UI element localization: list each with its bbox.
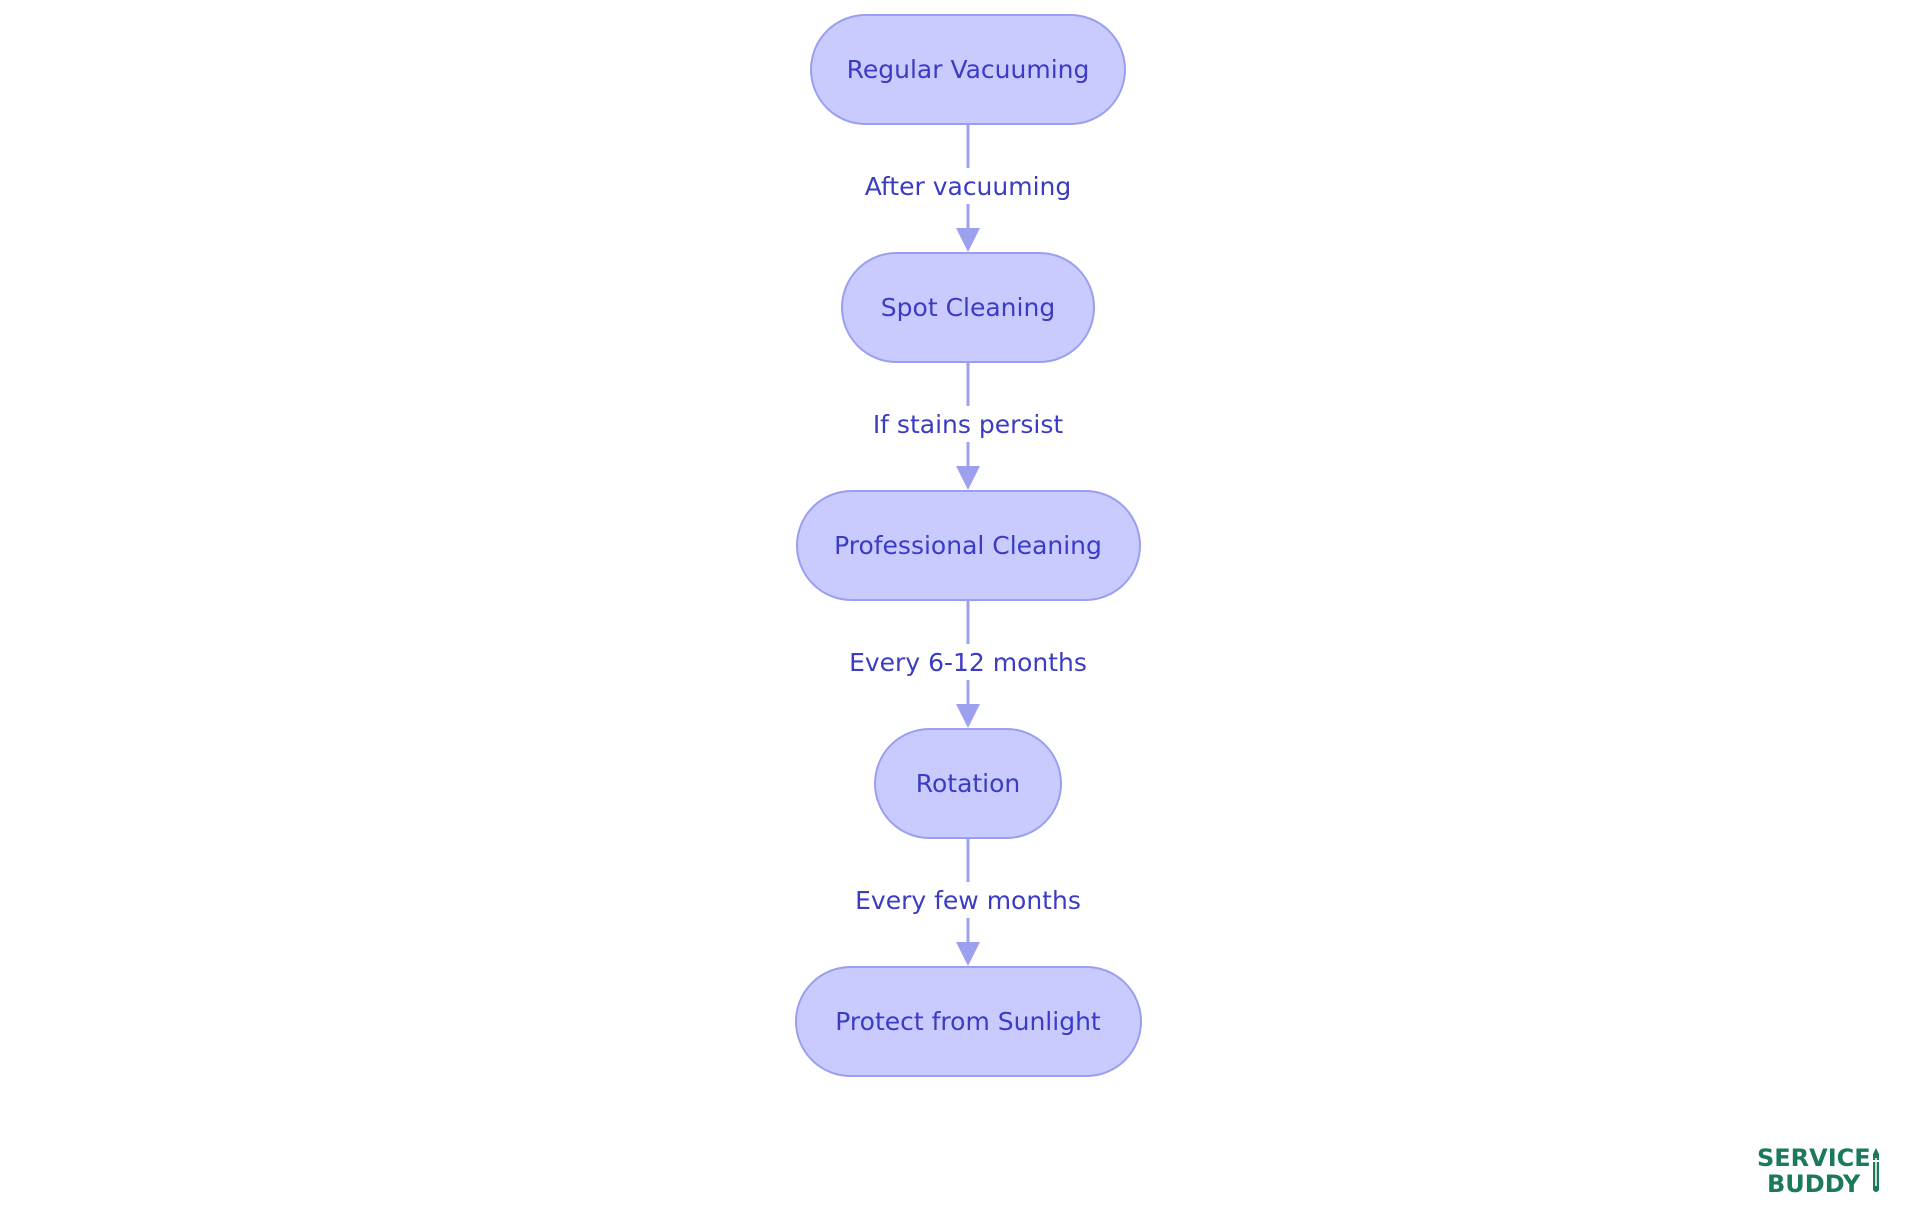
edge-2-label-bg — [868, 406, 1068, 442]
service-buddy-logo: SERVICE BUDDY — [1757, 1144, 1879, 1198]
node-spot-cleaning-label: Spot Cleaning — [881, 293, 1055, 322]
logo-line-1: SERVICE — [1757, 1144, 1871, 1172]
edge-4: Every few months — [852, 838, 1084, 966]
edge-1-arrowhead — [956, 228, 980, 252]
logo-line-2: BUDDY — [1767, 1170, 1861, 1198]
edge-3-label-bg — [846, 644, 1090, 680]
edge-2-arrowhead — [956, 466, 980, 490]
edge-3: Every 6-12 months — [846, 600, 1090, 728]
edge-4-label: Every few months — [855, 886, 1081, 915]
node-spot-cleaning: Spot Cleaning — [841, 252, 1095, 363]
edge-1-label: After vacuuming — [865, 172, 1072, 201]
edge-2: If stains persist — [868, 362, 1068, 490]
edge-3-arrowhead — [956, 704, 980, 728]
edge-3-label: Every 6-12 months — [849, 648, 1087, 677]
node-professional-cleaning-label: Professional Cleaning — [834, 531, 1102, 560]
node-spot-cleaning-shape — [841, 252, 1095, 363]
node-regular-vacuuming-shape — [810, 14, 1126, 125]
node-rotation-shape — [874, 728, 1062, 839]
node-professional-cleaning: Professional Cleaning — [796, 490, 1141, 601]
node-rotation-label: Rotation — [916, 769, 1021, 798]
edge-1-label-bg — [858, 168, 1078, 204]
edge-1: After vacuuming — [858, 124, 1078, 252]
edge-2-label: If stains persist — [873, 410, 1064, 439]
edge-4-arrowhead — [956, 942, 980, 966]
node-protect-from-sunlight-label: Protect from Sunlight — [835, 1007, 1101, 1036]
node-rotation: Rotation — [874, 728, 1062, 839]
node-regular-vacuuming-label: Regular Vacuuming — [847, 55, 1090, 84]
edge-4-label-bg — [852, 882, 1084, 918]
node-regular-vacuuming: Regular Vacuuming — [810, 14, 1126, 125]
node-protect-from-sunlight: Protect from Sunlight — [795, 966, 1142, 1077]
node-professional-cleaning-shape — [796, 490, 1141, 601]
node-protect-from-sunlight-shape — [795, 966, 1142, 1077]
pencil-icon — [1873, 1148, 1879, 1192]
